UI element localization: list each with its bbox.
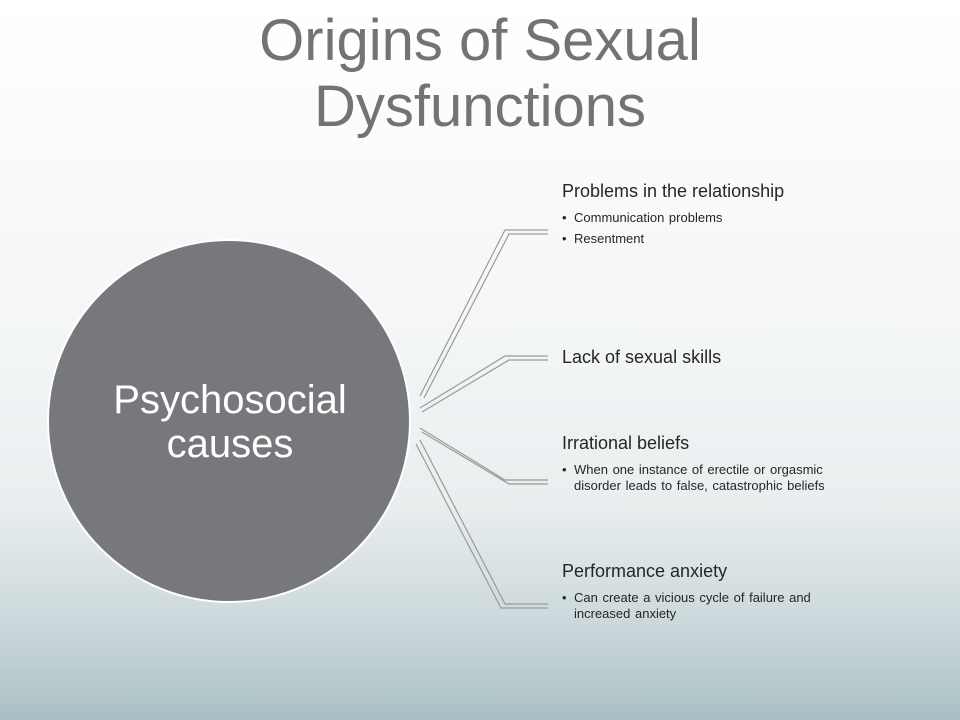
center-label-line-1: Psychosocial	[113, 378, 347, 422]
connector-1	[419, 229, 548, 399]
center-label: Psychosocial causes	[60, 378, 400, 466]
connector-3	[419, 427, 548, 485]
bullet-item: • Can create a vicious cycle of failure a…	[562, 590, 852, 622]
center-circle	[47, 239, 411, 603]
branch-title: Irrational beliefs	[562, 433, 690, 453]
bullet-item: • When one instance of erectile or orgasm…	[562, 462, 852, 494]
title-line-2: Dysfunctions	[313, 74, 647, 139]
bullet-text: Communication problems	[574, 210, 723, 225]
bullet-text: Can create a vicious cycle of failure an…	[574, 590, 811, 621]
branch-performance-anxiety: Performance anxiety • Can create a viciou…	[562, 560, 852, 627]
bullet-item: • Communication problems	[562, 210, 852, 226]
slide-title: Origins of Sexual Dysfunctions	[0, 8, 960, 140]
bullet-list: • Can create a vicious cycle of failure a…	[562, 590, 852, 622]
bullet-icon: •	[562, 231, 567, 246]
bullet-text: When one instance of erectile or orgasmi…	[574, 462, 825, 493]
branch-title: Lack of sexual skills	[562, 347, 722, 367]
bullet-icon: •	[562, 210, 567, 225]
bullet-list: • Communication problems • Resentment	[562, 210, 852, 247]
branch-title: Problems in the relationship	[562, 181, 785, 201]
branch-title: Performance anxiety	[562, 561, 728, 581]
branch-relationship-problems: Problems in the relationship • Communicat…	[562, 180, 852, 252]
connector-2	[419, 355, 548, 413]
bullet-text: Resentment	[574, 231, 645, 246]
branch-sexual-skills: Lack of sexual skills	[562, 346, 852, 368]
branch-irrational-beliefs: Irrational beliefs • When one instance of…	[562, 432, 852, 499]
title-line-1: Origins of Sexual	[259, 8, 701, 73]
bullet-icon: •	[562, 462, 567, 477]
bullet-list: • When one instance of erectile or orgasm…	[562, 462, 852, 494]
center-label-line-2: causes	[166, 422, 294, 466]
bullet-item: • Resentment	[562, 231, 852, 247]
bullet-icon: •	[562, 590, 567, 605]
connector-4	[415, 439, 548, 609]
